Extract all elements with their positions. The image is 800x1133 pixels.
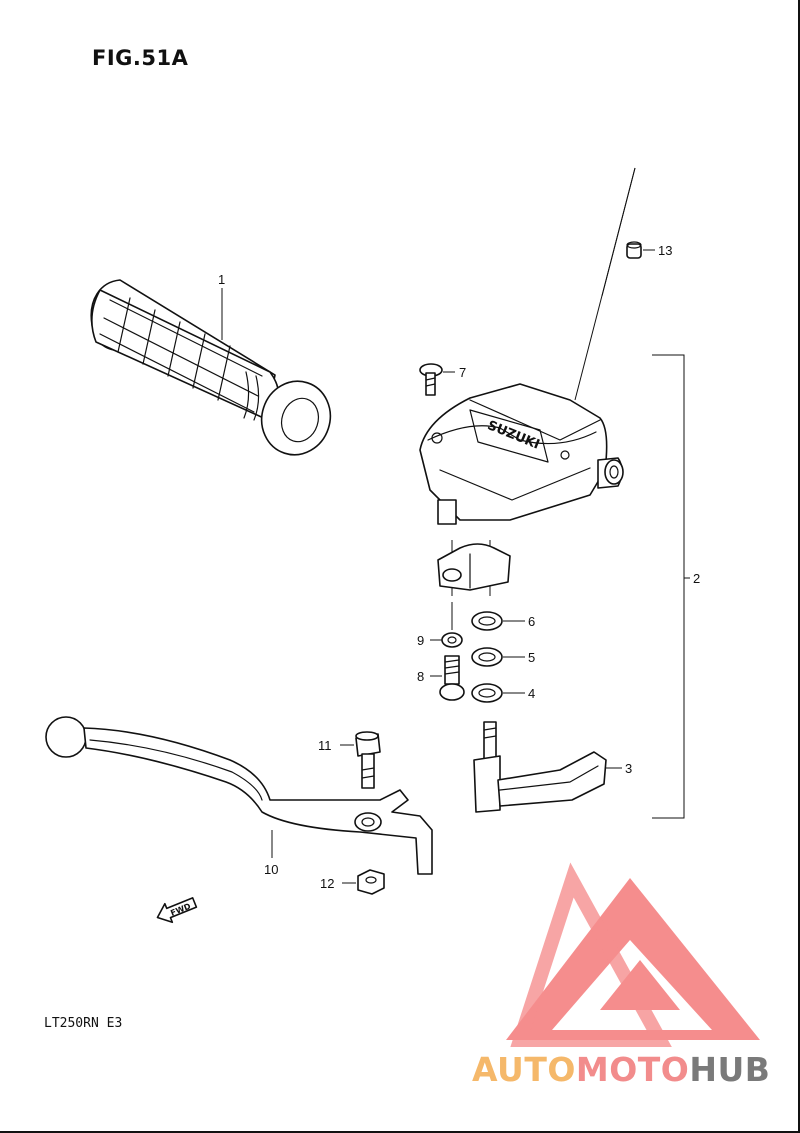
frame-bottom [0, 1131, 800, 1133]
screw-part-7 [419, 363, 443, 396]
watermark-logo-icon [506, 862, 760, 1047]
group-bracket [652, 354, 685, 819]
fwd-arrow-icon: FWD [156, 897, 198, 924]
watermark-hub: HUB [689, 1050, 771, 1089]
figure-title: FIG.51A [92, 46, 189, 70]
callout-5: 5 [528, 650, 535, 665]
switch-housing-part: SUZUKI [419, 383, 624, 525]
cap-part-13 [626, 241, 642, 259]
callout-1: 1 [218, 272, 225, 287]
callout-6: 6 [528, 614, 535, 629]
bolt-part-8 [439, 655, 465, 701]
brake-lever-part-10 [45, 716, 433, 875]
nut-part-12 [357, 869, 385, 895]
washer-part-5 [471, 647, 503, 667]
callout-7: 7 [459, 365, 466, 380]
fwd-label: FWD [169, 901, 192, 917]
washer-part-4 [471, 683, 503, 703]
callout-8: 8 [417, 669, 424, 684]
pivot-bolt-part-11 [355, 731, 381, 789]
washer-part-9 [441, 632, 463, 648]
callout-10: 10 [264, 862, 278, 877]
model-code: LT250RN E3 [44, 1016, 123, 1031]
watermark-text: AUTOMOTOHUB [472, 1050, 770, 1089]
callout-11: 11 [318, 738, 332, 753]
callout-2: 2 [693, 571, 700, 586]
grip-part [90, 279, 332, 456]
callout-4: 4 [528, 686, 535, 701]
watermark-auto: AUTO [472, 1050, 576, 1089]
lever-part-3 [473, 721, 607, 813]
callout-12: 12 [320, 876, 334, 891]
leader-line [601, 167, 636, 297]
watermark-moto: MOTO [575, 1050, 690, 1089]
callout-3: 3 [625, 761, 632, 776]
clamp-part [437, 543, 511, 591]
frame-right [798, 0, 800, 1133]
callout-13: 13 [658, 243, 672, 258]
callout-9: 9 [417, 633, 424, 648]
washer-part-6 [471, 611, 503, 631]
